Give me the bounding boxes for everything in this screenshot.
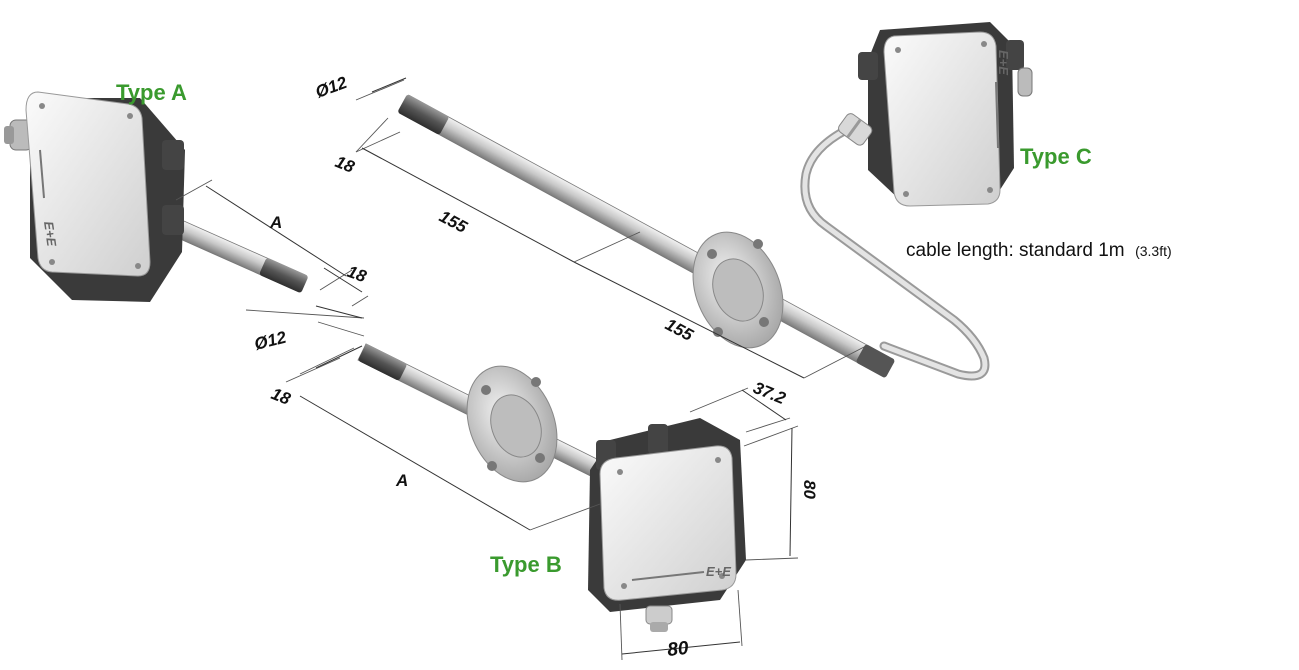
top-flange (692, 231, 784, 349)
type-a-length-dim: A (269, 213, 282, 232)
top-upper-length-dim: 155 (436, 207, 470, 237)
type-a-housing-face (25, 91, 151, 277)
top-diameter-dim: Ø12 (313, 73, 350, 102)
cable-length-main: cable length: standard 1m (906, 240, 1125, 261)
cable-length-imperial: (3.3ft) (1135, 243, 1172, 259)
type-b-assembly: E+E (357, 343, 746, 632)
type-c-assembly: E+E (800, 22, 1033, 381)
top-probe-assembly (398, 94, 895, 378)
type-a-label: Type A (116, 80, 187, 105)
type-b-dimensions (285, 321, 799, 661)
type-b-label: Type B (490, 552, 562, 577)
type-b-housing-face (599, 445, 737, 601)
housing-height-dim: 80 (800, 480, 819, 499)
housing-depth-dim: 37.2 (751, 378, 789, 408)
type-b-peg (648, 424, 668, 454)
type-a-tip-dim: 18 (345, 262, 370, 287)
top-probe-dimensions (355, 77, 867, 379)
type-b-brand: E+E (706, 564, 731, 579)
type-c-peg (858, 52, 878, 80)
type-c-label: Type C (1020, 144, 1092, 169)
type-b-tip-dim: 18 (269, 384, 294, 409)
cable-length-note: cable length: standard 1m (3.3ft) (906, 240, 1172, 261)
type-c-cable-entry (838, 113, 873, 146)
type-a-brand: E+E (41, 220, 59, 247)
type-a-cable-gland (4, 119, 33, 151)
type-c-peg (1006, 40, 1024, 70)
type-a-dimensions (175, 179, 369, 319)
type-a-assembly: E+E (4, 91, 308, 302)
type-a-peg (162, 140, 184, 170)
type-b-flange (466, 365, 558, 483)
type-c-cable-gland (1017, 67, 1033, 97)
type-a-peg (162, 205, 184, 235)
top-tip-dim: 18 (333, 152, 358, 177)
type-b-length-dim: A (395, 471, 408, 490)
type-c-housing-face (883, 31, 1001, 207)
top-lower-length-dim: 155 (662, 315, 696, 345)
type-a-diameter-dim: Ø12 (252, 328, 288, 354)
housing-width-dim: 80 (666, 638, 690, 661)
type-b-cable-gland (645, 605, 673, 632)
type-c-brand: E+E (996, 50, 1011, 75)
